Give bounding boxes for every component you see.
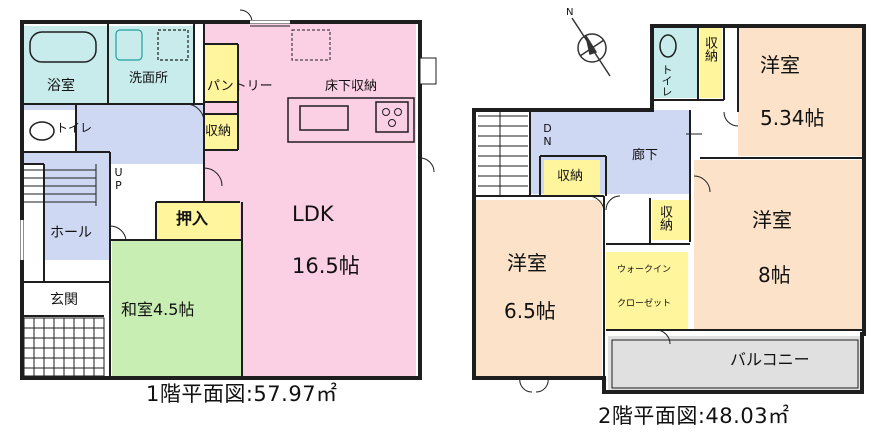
western1-name-label: 洋室 xyxy=(760,53,800,77)
balcony-fill xyxy=(608,336,862,392)
storage2-mid-label: 収納 xyxy=(557,169,584,184)
oshiire-fill xyxy=(156,202,240,240)
washbasin xyxy=(115,29,143,61)
floor2-plan xyxy=(472,24,866,394)
pantry-label: パントリー xyxy=(207,79,273,94)
storage2-top-label: 収納 xyxy=(702,36,717,62)
western1-size-label: 5.34帖 xyxy=(760,106,825,130)
storage2-right-fill xyxy=(652,200,690,240)
toilet1-fill xyxy=(24,110,76,152)
bathtub xyxy=(29,31,97,63)
western3-name-label: 洋室 xyxy=(507,251,547,275)
western2-size-label: 8帖 xyxy=(758,263,791,287)
wic-label-line1: ウォークイン xyxy=(617,265,672,275)
storage1-fill xyxy=(204,114,238,150)
bath-label: 浴室 xyxy=(47,78,75,94)
storage2-right-label: 収納 xyxy=(657,205,672,231)
western2-fill xyxy=(694,160,862,330)
wic-label-line2: クローゼット xyxy=(617,299,672,309)
washitsu-fill xyxy=(112,240,242,378)
storage2-mid-fill xyxy=(544,160,600,196)
washroom-label: 洗面所 xyxy=(129,71,169,86)
compass-icon xyxy=(571,17,611,77)
stairs2 xyxy=(478,112,528,196)
ldk-name-label: LDK xyxy=(292,202,334,226)
wic-fill xyxy=(606,252,688,330)
floor2-outer-wall xyxy=(472,24,866,394)
entrance-fill xyxy=(24,282,104,316)
toilet2-label: トイレ xyxy=(660,64,673,97)
floor2-caption: 2階平面図:48.03㎡ xyxy=(598,404,790,428)
underfloor-storage-label: 床下収納 xyxy=(325,79,378,94)
oshiire-label: 押入 xyxy=(176,209,209,228)
hall-fill xyxy=(44,164,110,260)
floor1-caption: 1階平面図:57.97㎡ xyxy=(146,382,338,406)
toilet1-bowl xyxy=(29,121,55,141)
entrance-label: 玄関 xyxy=(50,292,78,308)
western2-name-label: 洋室 xyxy=(752,208,792,232)
corridor-label: 廊下 xyxy=(632,148,659,163)
western1-fill xyxy=(738,28,862,156)
up-label: UP xyxy=(112,166,125,192)
toilet2-bowl xyxy=(659,34,677,58)
bath-fill xyxy=(24,26,108,104)
compass-north-label: N xyxy=(566,7,574,18)
washitsu-label: 和室4.5帖 xyxy=(121,300,195,319)
ldk-size-label: 16.5帖 xyxy=(292,254,360,278)
entrance-tiles xyxy=(23,317,105,377)
pantry-fill xyxy=(204,44,238,102)
toilet1-label: トイレ xyxy=(56,121,93,135)
hall-label: ホール xyxy=(50,225,92,241)
western3-fill xyxy=(476,200,602,376)
storage1-label: 収納 xyxy=(205,124,232,139)
balcony-label: バルコニー xyxy=(730,350,810,369)
kitchen-counter xyxy=(287,97,415,143)
floor1-plan xyxy=(20,9,437,380)
stairs1 xyxy=(24,164,97,206)
washroom-fill xyxy=(108,26,194,104)
dn-label: DN xyxy=(541,122,554,148)
western3-size-label: 6.5帖 xyxy=(504,299,556,323)
storage2-top-fill xyxy=(700,28,722,98)
